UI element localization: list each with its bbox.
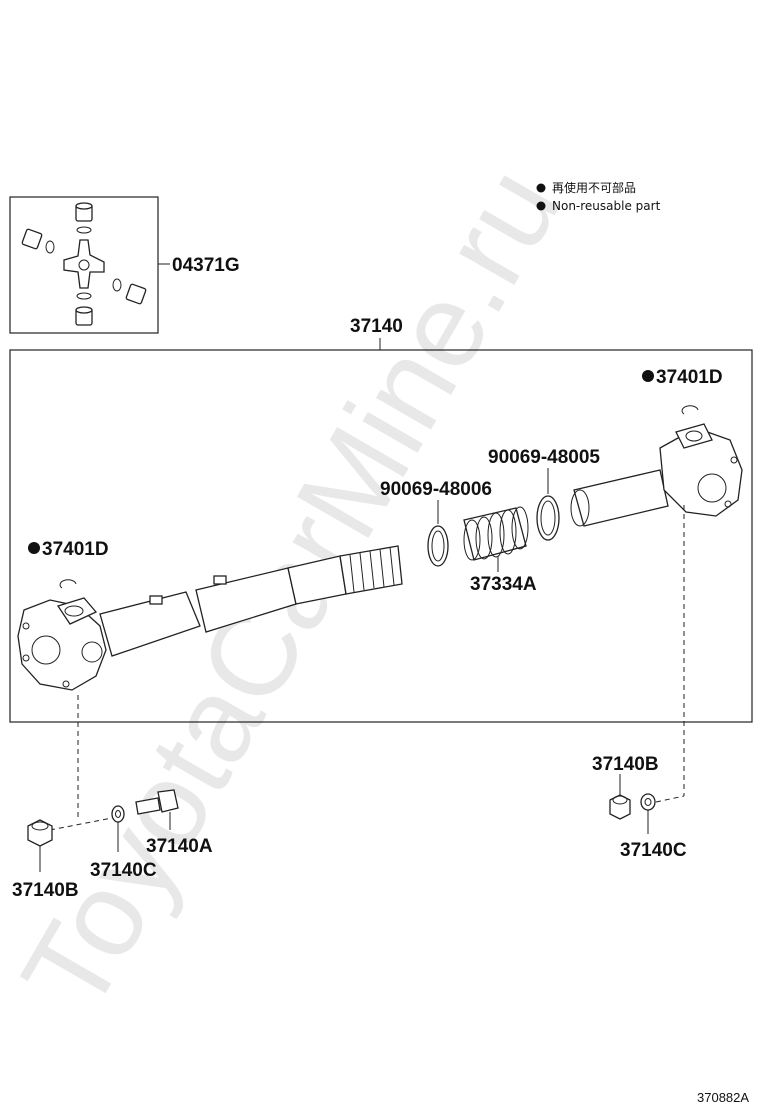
right-hardware[interactable]: 37140B 37140C — [592, 505, 687, 861]
callout-nut-left: 37140B — [12, 880, 79, 901]
seal-ring-lower — [427, 525, 449, 567]
left-hardware[interactable]: 37140B 37140C 37140A — [12, 695, 213, 901]
doc-id: 370882A — [697, 1090, 749, 1105]
callout-universal-joint-kit: 04371G — [172, 255, 240, 276]
non-reusable-marker-icon — [536, 183, 546, 193]
callout-seal-ring-lower: 90069-48006 — [380, 479, 492, 500]
washer-left — [111, 805, 125, 823]
callout-bolt-left: 37140A — [146, 836, 213, 857]
boot — [463, 506, 529, 561]
callout-washer-right: 37140C — [620, 840, 687, 861]
seal-ring-upper — [536, 495, 560, 541]
callout-washer-left: 37140C — [90, 860, 157, 881]
legend: 再使用不可部品 Non-reusable part — [536, 180, 661, 213]
snap-ring-right — [681, 405, 699, 415]
non-reusable-marker-icon — [536, 201, 546, 211]
callout-boot: 37334A — [470, 574, 537, 595]
right-flange-yoke — [659, 423, 743, 517]
universal-joint-inset[interactable]: 04371G — [9, 196, 240, 334]
non-reusable-marker-icon — [28, 542, 40, 554]
nut-left — [27, 819, 53, 847]
callout-snap-ring-left: 37401D — [42, 539, 109, 560]
legend-line-english: Non-reusable part — [552, 199, 661, 213]
bolt-left — [135, 797, 161, 815]
callout-propeller-shaft-assy: 37140 — [350, 316, 403, 337]
callout-seal-ring-upper: 90069-48005 — [488, 447, 600, 468]
non-reusable-marker-icon — [642, 370, 654, 382]
legend-line-japanese: 再使用不可部品 — [552, 180, 636, 195]
propeller-shaft-assembly[interactable]: 37140 — [9, 316, 753, 723]
washer-right — [640, 793, 656, 811]
callout-snap-ring-right: 37401D — [656, 367, 723, 388]
left-flange-yoke — [17, 597, 107, 691]
snap-ring-left — [59, 579, 77, 589]
callout-nut-right: 37140B — [592, 754, 659, 775]
